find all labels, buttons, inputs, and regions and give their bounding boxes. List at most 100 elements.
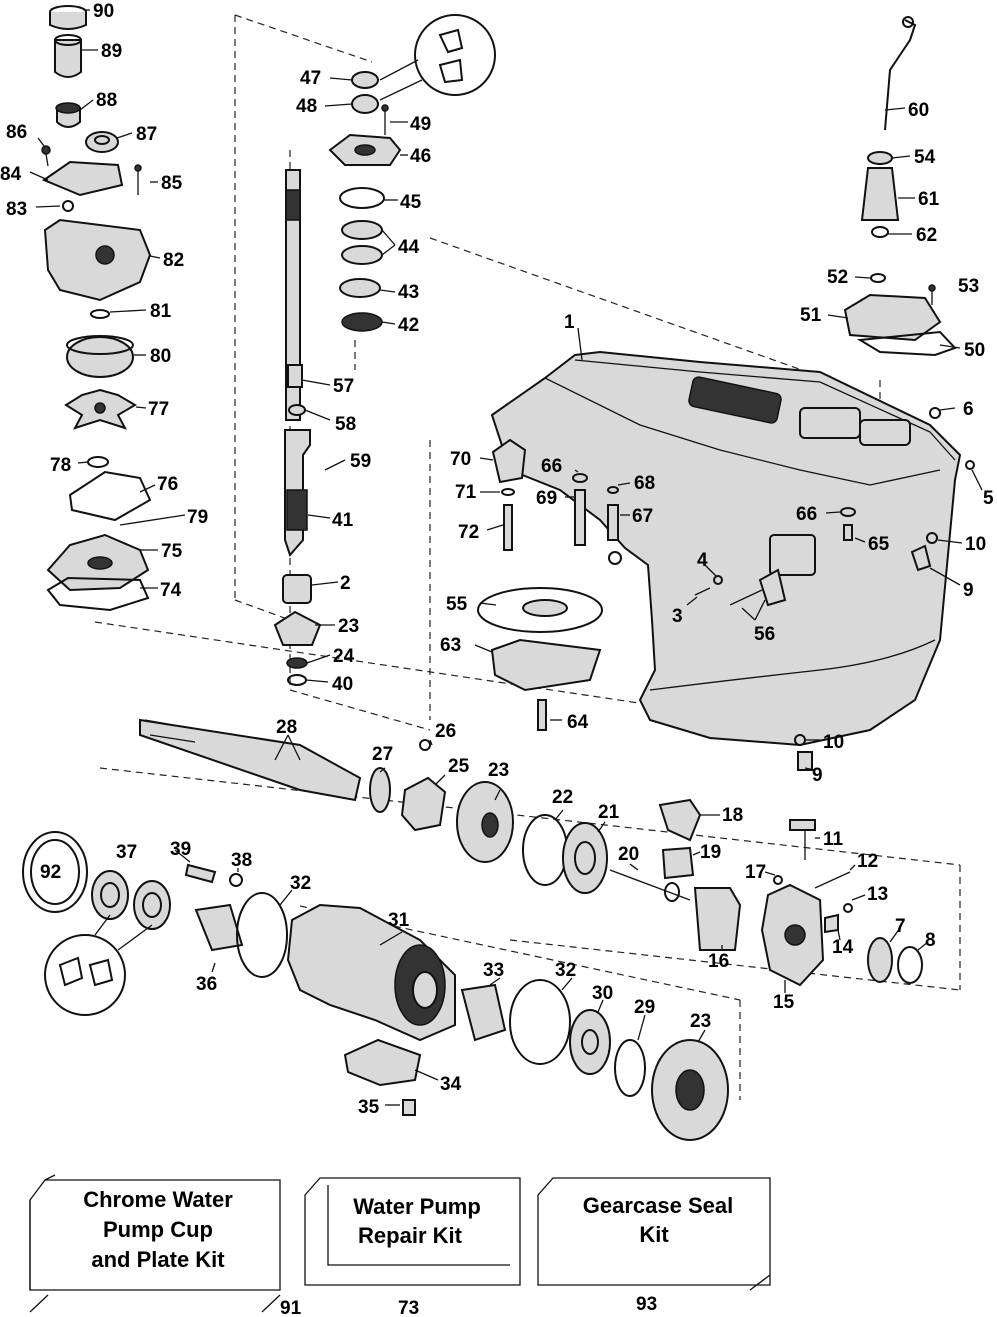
housing-small-parts: [477, 438, 938, 771]
callout-84: 84: [0, 164, 22, 185]
callout-61: 61: [918, 189, 940, 210]
callout-75: 75: [161, 541, 183, 562]
callout-10-b: 10: [823, 732, 844, 753]
callout-85: 85: [161, 173, 183, 194]
callout-57: 57: [333, 376, 354, 397]
callout-71: 71: [455, 482, 477, 503]
callout-60: 60: [908, 100, 929, 121]
callout-23-c: 23: [690, 1011, 711, 1032]
callout-87: 87: [136, 124, 157, 145]
kit-91-number: 91: [280, 1298, 302, 1317]
callout-10-a: 10: [965, 534, 986, 555]
callout-48: 48: [296, 96, 317, 117]
callout-59: 59: [350, 451, 371, 472]
callout-76: 76: [157, 474, 178, 495]
kit-73-line-1: Water Pump: [353, 1194, 481, 1219]
shift-rod-parts: [843, 16, 957, 357]
callout-9-a: 9: [963, 580, 974, 601]
kit-91-line-1: Chrome Water: [83, 1187, 233, 1212]
callout-26: 26: [435, 721, 456, 742]
callout-66-b: 66: [796, 504, 817, 525]
callout-45: 45: [400, 192, 422, 213]
callout-79: 79: [187, 507, 208, 528]
callout-34: 34: [440, 1074, 462, 1095]
callout-81: 81: [150, 301, 172, 322]
callout-55: 55: [446, 594, 468, 615]
callout-8: 8: [925, 930, 936, 951]
kit-box-chrome-water-pump: Chrome Water Pump Cup and Plate Kit 91: [29, 1174, 302, 1317]
callout-77: 77: [148, 399, 169, 420]
callout-18: 18: [722, 805, 743, 826]
kit-93-line-1: Gearcase Seal: [583, 1193, 733, 1218]
callout-37: 37: [116, 842, 137, 863]
kit-73-line-2: Repair Kit: [358, 1223, 463, 1248]
callout-49: 49: [410, 114, 431, 135]
callout-52: 52: [827, 267, 848, 288]
callout-42: 42: [398, 315, 419, 336]
callout-46: 46: [410, 146, 431, 167]
callout-4: 4: [697, 550, 708, 571]
magnifier-circle-bottom: [44, 914, 153, 1016]
callout-23-a: 23: [338, 616, 359, 637]
callout-33: 33: [483, 960, 504, 981]
callout-28: 28: [276, 717, 297, 738]
callout-7: 7: [895, 916, 906, 937]
callout-31: 31: [388, 910, 410, 931]
callout-19: 19: [700, 842, 721, 863]
callout-41: 41: [332, 510, 354, 531]
callout-14: 14: [832, 937, 854, 958]
callout-29: 29: [634, 997, 655, 1018]
callout-43: 43: [398, 282, 419, 303]
callout-44: 44: [398, 237, 420, 258]
callout-35: 35: [358, 1097, 380, 1118]
callout-leaders: [29, 9, 983, 1106]
callout-21: 21: [598, 802, 620, 823]
kit-91-line-2: Pump Cup: [103, 1217, 213, 1242]
callout-65: 65: [868, 534, 890, 555]
callout-17: 17: [745, 862, 766, 883]
callout-80: 80: [150, 346, 171, 367]
callout-40: 40: [332, 674, 353, 695]
callout-78: 78: [50, 455, 71, 476]
callout-51: 51: [800, 305, 822, 326]
callout-92: 92: [40, 862, 61, 883]
callout-89: 89: [101, 41, 122, 62]
kit-93-line-2: Kit: [639, 1222, 669, 1247]
callout-69: 69: [536, 488, 557, 509]
callout-27: 27: [372, 744, 393, 765]
callout-82: 82: [163, 250, 184, 271]
callout-24: 24: [333, 646, 355, 667]
callout-11: 11: [823, 829, 844, 850]
callout-67: 67: [632, 506, 653, 527]
callout-25: 25: [448, 756, 470, 777]
callout-58: 58: [335, 414, 356, 435]
callout-47: 47: [300, 68, 321, 89]
callout-3: 3: [672, 606, 683, 627]
callout-70: 70: [450, 449, 471, 470]
callout-13: 13: [867, 884, 888, 905]
callout-20: 20: [618, 844, 639, 865]
propshaft-parts: [139, 718, 923, 987]
callout-88: 88: [96, 90, 117, 111]
callout-90: 90: [93, 1, 114, 22]
callout-6: 6: [963, 399, 974, 420]
gearcase-housing: [490, 350, 975, 747]
callout-53: 53: [958, 276, 979, 297]
kit-93-number: 93: [636, 1294, 657, 1315]
kit-73-number: 73: [398, 1298, 419, 1317]
callout-54: 54: [914, 147, 936, 168]
callout-83: 83: [6, 199, 27, 220]
callout-72: 72: [458, 522, 479, 543]
callout-63: 63: [440, 635, 461, 656]
callout-15: 15: [773, 992, 795, 1013]
callout-1: 1: [564, 312, 575, 333]
callout-22: 22: [552, 787, 573, 808]
callout-12: 12: [857, 851, 878, 872]
callout-86: 86: [6, 122, 27, 143]
callout-66-a: 66: [541, 456, 562, 477]
callout-74: 74: [160, 580, 182, 601]
callout-56: 56: [754, 624, 775, 645]
callout-64: 64: [567, 712, 589, 733]
kit-box-gearcase-seal: Gearcase Seal Kit 93: [537, 1177, 771, 1315]
